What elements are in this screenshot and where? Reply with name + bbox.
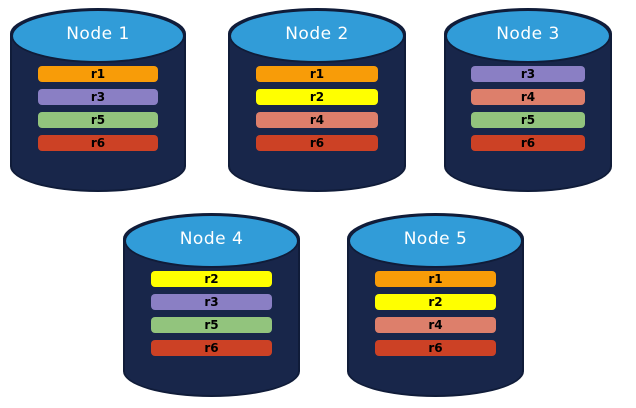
node-label: Node 3 — [496, 24, 560, 44]
node-4[interactable]: Node 4 r2 r3 r5 r6 — [123, 213, 300, 397]
replica-item[interactable]: r6 — [256, 135, 378, 151]
replica-list: r3 r4 r5 r6 — [444, 66, 612, 151]
cylinder-top: Node 4 — [124, 214, 299, 268]
replica-item[interactable]: r6 — [38, 135, 158, 151]
replica-item[interactable]: r6 — [470, 135, 586, 151]
cylinder-top: Node 5 — [348, 214, 523, 268]
replica-item[interactable]: r2 — [151, 271, 272, 287]
replica-list: r1 r2 r4 r6 — [347, 271, 524, 356]
replica-item[interactable]: r3 — [151, 294, 272, 310]
replica-list: r1 r2 r4 r6 — [228, 66, 406, 151]
replica-item[interactable]: r1 — [256, 66, 378, 82]
node-label: Node 5 — [403, 229, 468, 249]
replica-item[interactable]: r3 — [470, 66, 586, 82]
replica-item[interactable]: r3 — [38, 89, 158, 105]
node-5[interactable]: Node 5 r1 r2 r4 r6 — [347, 213, 524, 397]
node-3[interactable]: Node 3 r3 r4 r5 r6 — [444, 8, 612, 192]
replica-item[interactable]: r1 — [38, 66, 158, 82]
node-label: Node 1 — [66, 24, 130, 44]
replica-item[interactable]: r2 — [375, 294, 496, 310]
cylinder-top: Node 2 — [229, 9, 405, 63]
replica-item[interactable]: r4 — [256, 112, 378, 128]
replica-item[interactable]: r4 — [470, 89, 586, 105]
replica-item[interactable]: r5 — [151, 317, 272, 333]
replica-list: r2 r3 r5 r6 — [123, 271, 300, 356]
cylinder-top: Node 1 — [11, 9, 185, 63]
cylinder-top: Node 3 — [445, 9, 611, 63]
node-2[interactable]: Node 2 r1 r2 r4 r6 — [228, 8, 406, 192]
replica-item[interactable]: r5 — [38, 112, 158, 128]
replica-list: r1 r3 r5 r6 — [10, 66, 186, 151]
replica-item[interactable]: r4 — [375, 317, 496, 333]
replica-item[interactable]: r6 — [151, 340, 272, 356]
node-label: Node 2 — [285, 24, 349, 44]
replica-item[interactable]: r2 — [256, 89, 378, 105]
node-1[interactable]: Node 1 r1 r3 r5 r6 — [10, 8, 186, 192]
replica-item[interactable]: r1 — [375, 271, 496, 287]
replica-item[interactable]: r6 — [375, 340, 496, 356]
node-label: Node 4 — [179, 229, 244, 249]
replica-item[interactable]: r5 — [470, 112, 586, 128]
